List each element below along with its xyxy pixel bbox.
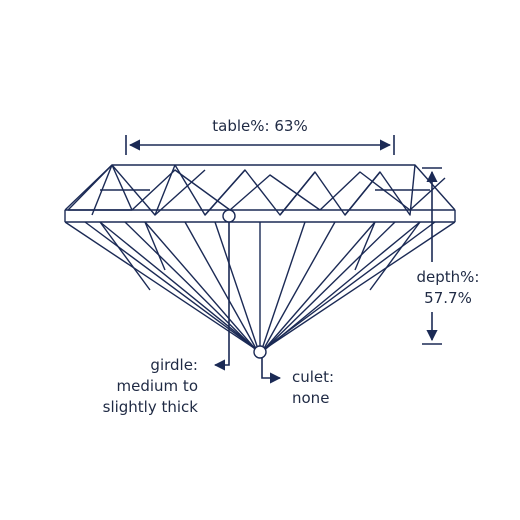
depth-dimension bbox=[422, 167, 442, 345]
culet-marker bbox=[253, 345, 267, 359]
table-dimension bbox=[125, 135, 395, 155]
depth-label-line1: depth%: bbox=[416, 268, 480, 286]
girdle-leader bbox=[213, 222, 230, 371]
culet-label-line1: culet: bbox=[292, 368, 335, 386]
girdle-label-line2: medium to bbox=[116, 377, 198, 395]
culet-leader bbox=[261, 358, 282, 384]
girdle-label-line3: slightly thick bbox=[102, 398, 198, 416]
girdle-marker bbox=[222, 209, 236, 223]
diamond-outline bbox=[64, 164, 456, 359]
girdle-label-line1: girdle: bbox=[150, 356, 198, 374]
pavilion-facets bbox=[84, 221, 436, 353]
table-label: table%: 63% bbox=[212, 117, 308, 135]
culet-label-line2: none bbox=[292, 389, 330, 407]
crown-outline bbox=[64, 164, 456, 211]
depth-label-line2: 57.7% bbox=[424, 289, 472, 307]
crown-facets bbox=[67, 164, 133, 211]
